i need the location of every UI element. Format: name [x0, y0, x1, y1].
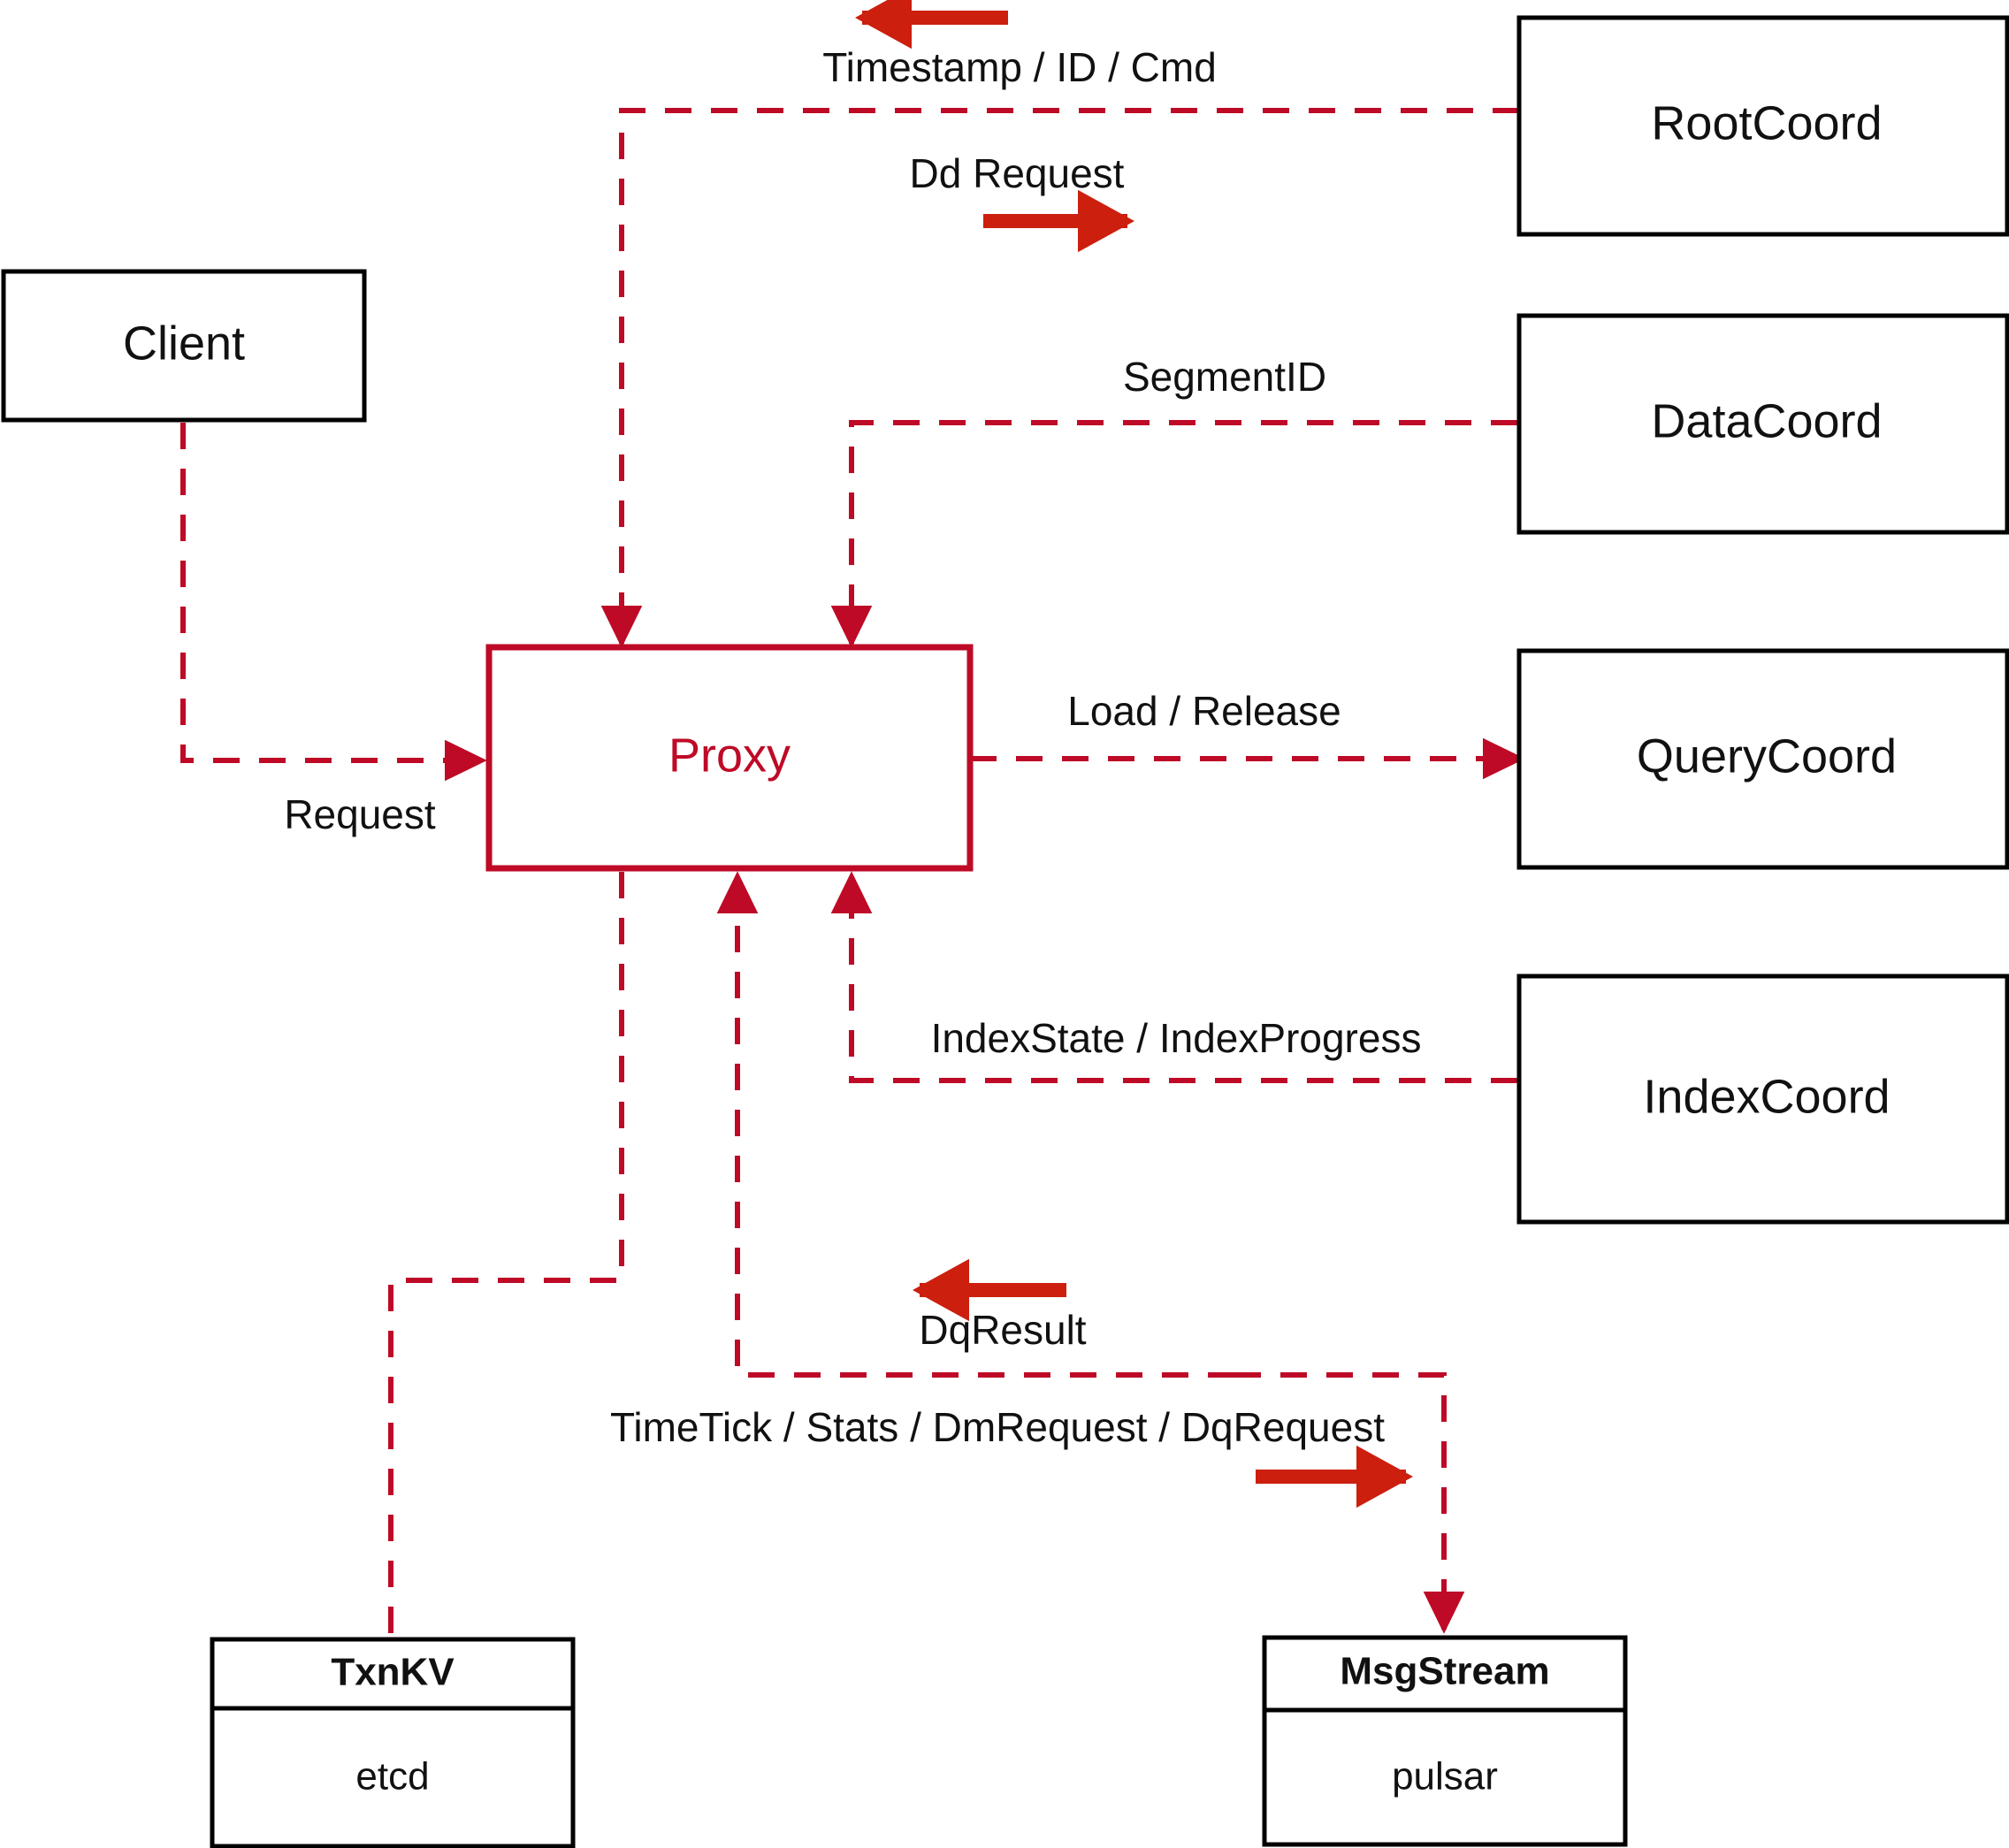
node-querycoord[interactable] [1516, 648, 2009, 870]
node-proxy[interactable] [485, 644, 974, 872]
node-msgstream-sublabel: pulsar [1392, 1755, 1498, 1798]
node-indexcoord[interactable] [1516, 974, 2009, 1225]
edge-label-request: Request [284, 791, 436, 837]
node-querycoord-label: QueryCoord [1637, 729, 1897, 783]
edge-indexcoord-to-proxy [830, 871, 1517, 1083]
edge-label-timestamp-id-cmd: Timestamp / ID / Cmd [822, 44, 1217, 90]
edge-label-dq-result: DqResult [919, 1307, 1086, 1353]
node-proxy-label: Proxy [668, 729, 791, 782]
node-msgstream-label: MsgStream [1340, 1650, 1549, 1693]
node-rootcoord-label: RootCoord [1651, 96, 1882, 149]
edge-label-dd-request: Dd Request [910, 150, 1125, 196]
node-txnkv-label: TxnKV [331, 1651, 455, 1694]
edge-msgstream-to-proxy [716, 871, 1234, 1378]
node-client-label: Client [123, 317, 245, 370]
node-indexcoord-label: IndexCoord [1643, 1070, 1890, 1123]
node-msgstream[interactable] [1262, 1635, 1628, 1847]
edge-proxy-to-txnkv [388, 872, 624, 1638]
node-rootcoord[interactable] [1516, 15, 2009, 237]
edge-client-to-proxy [180, 423, 487, 782]
edge-label-timetick-stats: TimeTick / Stats / DmRequest / DqRequest [610, 1404, 1385, 1450]
node-txnkv[interactable] [210, 1637, 576, 1848]
edge-label-segment-id: SegmentID [1123, 354, 1326, 400]
edge-rootcoord-to-proxy [600, 108, 1519, 648]
edge-datacoord-to-proxy [830, 420, 1517, 648]
edge-label-load-release: Load / Release [1067, 688, 1341, 734]
node-txnkv-sublabel: etcd [355, 1755, 429, 1798]
node-client[interactable] [1, 269, 367, 423]
node-datacoord-label: DataCoord [1651, 394, 1882, 447]
edge-proxy-to-msgstream [1234, 1372, 1465, 1634]
edge-label-index-state-progress: IndexState / IndexProgress [931, 1015, 1422, 1061]
node-datacoord[interactable] [1516, 313, 2009, 535]
